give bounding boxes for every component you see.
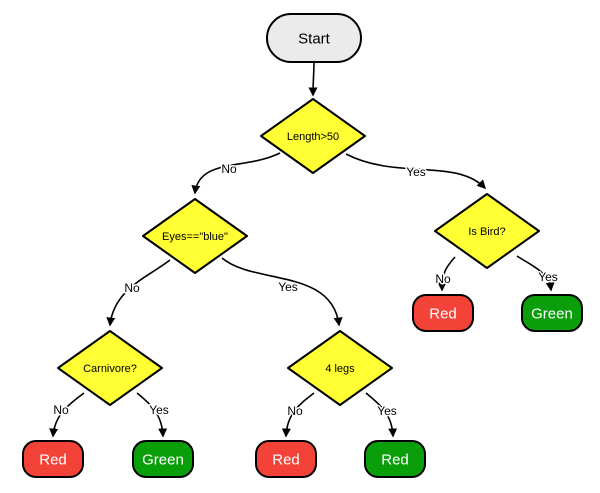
edge-label-length-to-eyes: No <box>221 162 237 176</box>
edge-label-carnivore-to-red: No <box>53 403 69 417</box>
node-isbird: Is Bird? <box>434 193 540 269</box>
node-length: Length>50 <box>260 98 366 174</box>
node-eyes: Eyes=="blue" <box>142 198 248 274</box>
start-shape <box>266 13 362 63</box>
leaf-green-isbird-label: Green <box>531 306 573 323</box>
edge-eyes-to-carnivore <box>106 259 171 327</box>
fourlegs-shape <box>287 330 393 406</box>
leaf-red-fourlegs-yes-label: Red <box>381 452 409 469</box>
eyes-shape <box>142 198 248 274</box>
length-label: Length>50 <box>287 131 339 143</box>
node-start: Start <box>266 13 362 63</box>
edge-label-carnivore-to-green: Yes <box>149 403 169 417</box>
edge-label-isbird-to-red: No <box>435 272 451 286</box>
leaf-red-fourlegs-no-shape <box>255 440 317 478</box>
edge-label-length-to-isbird: Yes <box>406 165 426 179</box>
carnivore-label: Carnivore? <box>83 363 137 375</box>
isbird-shape <box>434 193 540 269</box>
edge-label-eyes-to-fourlegs: Yes <box>278 280 298 294</box>
edge-isbird-to-green <box>516 255 555 292</box>
length-shape <box>260 98 366 174</box>
leaf-green-carnivore-shape <box>132 440 194 478</box>
eyes-label: Eyes=="blue" <box>162 231 228 243</box>
leaf-red-isbird-label: Red <box>429 306 457 323</box>
leaf-red-isbird-shape <box>412 294 474 332</box>
edge-length-to-eyes <box>191 152 281 195</box>
edge-eyes-to-fourlegs <box>221 257 343 327</box>
edge-start-to-length <box>308 61 318 97</box>
edge-label-fourlegs-to-red-yes: Yes <box>377 404 397 418</box>
node-carnivore: Carnivore? <box>57 330 163 406</box>
edge-carnivore-to-red <box>49 392 85 438</box>
node-leaf-red-isbird: Red <box>412 294 474 332</box>
node-leaf-green-isbird: Green <box>521 294 583 332</box>
start-label: Start <box>298 31 331 48</box>
edge-length-to-isbird <box>345 153 487 190</box>
carnivore-shape <box>57 330 163 406</box>
edge-fourlegs-to-red-no <box>281 392 315 438</box>
leaf-red-fourlegs-no-label: Red <box>272 452 300 469</box>
leaf-green-carnivore-label: Green <box>142 452 184 469</box>
edge-carnivore-to-green <box>136 392 168 438</box>
edge-label-eyes-to-carnivore: No <box>124 281 140 295</box>
edge-label-isbird-to-green: Yes <box>538 270 558 284</box>
node-leaf-green-carnivore: Green <box>132 440 194 478</box>
edge-label-fourlegs-to-red-no: No <box>287 404 303 418</box>
node-leaf-red-fourlegs-no: Red <box>255 440 317 478</box>
leaf-green-isbird-shape <box>521 294 583 332</box>
fourlegs-label: 4 legs <box>325 363 355 375</box>
leaf-red-carnivore-shape <box>22 440 84 478</box>
edge-isbird-to-red <box>437 256 456 292</box>
node-leaf-red-carnivore: Red <box>22 440 84 478</box>
node-leaf-red-fourlegs-yes: Red <box>364 440 426 478</box>
isbird-label: Is Bird? <box>468 226 505 238</box>
leaf-red-fourlegs-yes-shape <box>364 440 426 478</box>
node-fourlegs: 4 legs <box>287 330 393 406</box>
leaf-red-carnivore-label: Red <box>39 452 67 469</box>
edge-fourlegs-to-red-yes <box>365 392 398 438</box>
